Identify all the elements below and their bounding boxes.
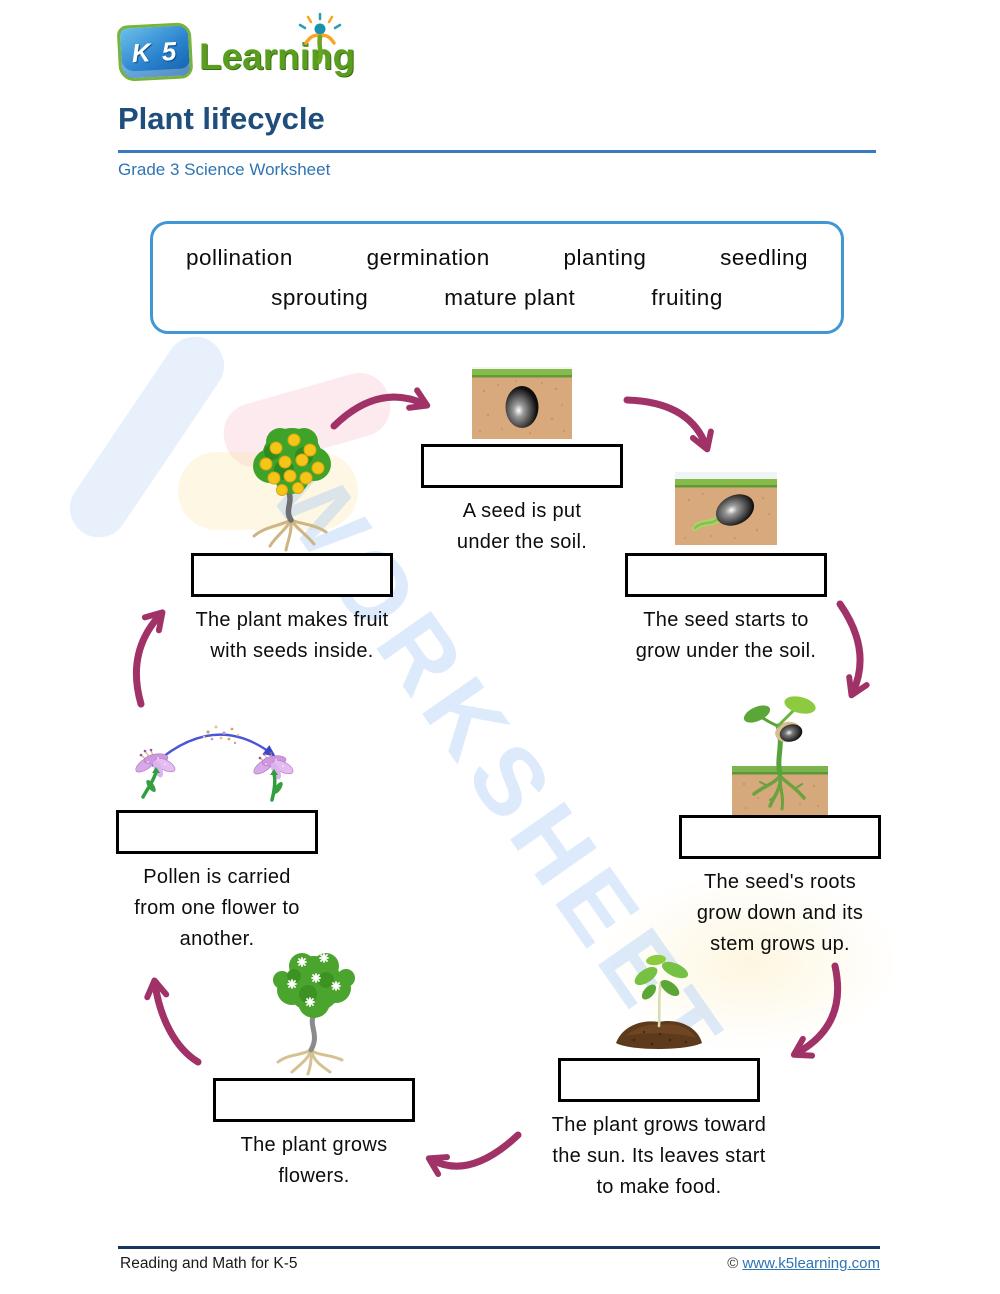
footer-credit: © www.k5learning.com (727, 1255, 880, 1272)
caption-sprouting: The seed's roots grow down and its stem … (696, 871, 864, 955)
caption-pollination: Pollen is carried from one flower to ano… (134, 866, 300, 950)
germinating-seed-illustration (675, 472, 777, 545)
copyright-symbol: © (727, 1255, 739, 1272)
answer-box-pollination[interactable] (116, 810, 318, 854)
seed-in-soil-illustration (472, 367, 572, 439)
stage-planting: A seed is put under the soil. (402, 367, 642, 558)
logo-wordmark: Learning (199, 36, 356, 77)
k5-learning-logo: K 5 Learning (115, 12, 375, 82)
answer-box-germination[interactable] (625, 553, 827, 597)
word-bank-word: germination (366, 245, 490, 270)
flowering-plant-illustration (273, 953, 355, 1076)
caption-mature-plant: The plant grows flowers. (240, 1134, 388, 1187)
footer-divider (118, 1246, 880, 1249)
footer-tagline: Reading and Math for K-5 (120, 1255, 298, 1272)
word-bank-word: mature plant (444, 285, 576, 310)
caption-fruiting: The plant makes fruit with seeds inside. (195, 609, 389, 662)
answer-box-seedling[interactable] (558, 1058, 760, 1102)
page-title: Plant lifecycle (118, 101, 325, 136)
k5-book-icon: K 5 (116, 22, 194, 82)
arrow-mature-to-pollination (144, 977, 202, 1066)
arrow-seedling-to-mature (425, 1131, 522, 1178)
word-bank-word: fruiting (651, 285, 723, 310)
stage-germination: The seed starts to grow under the soil. (606, 472, 846, 667)
word-bank-word: pollination (186, 245, 293, 270)
stage-fruiting: The plant makes fruit with seeds inside. (172, 424, 412, 667)
pollination-illustration (135, 725, 294, 802)
young-plant-illustration (616, 954, 702, 1049)
caption-planting: A seed is put under the soil. (456, 500, 588, 553)
page-subtitle: Grade 3 Science Worksheet (118, 160, 331, 179)
stage-seedling: The plant grows toward the sun. Its leav… (529, 948, 789, 1203)
stage-sprouting: The seed's roots grow down and its stem … (660, 688, 900, 960)
arrow-sprouting-to-seedling (790, 962, 842, 1059)
answer-box-sprouting[interactable] (679, 815, 881, 859)
caption-seedling: The plant grows toward the sun. Its leav… (551, 1114, 767, 1198)
word-bank-word: planting (563, 245, 647, 270)
title-divider (118, 150, 876, 153)
answer-box-planting[interactable] (421, 444, 623, 488)
sprouting-seed-illustration (732, 696, 828, 815)
caption-germination: The seed starts to grow under the soil. (635, 609, 817, 662)
fruit-tree-illustration (252, 428, 331, 552)
k5-book-label: K 5 (130, 35, 179, 68)
stage-pollination: Pollen is carried from one flower to ano… (97, 706, 337, 955)
pollination-arrow-icon (151, 733, 273, 767)
k5learning-link[interactable]: www.k5learning.com (742, 1255, 880, 1272)
answer-box-fruiting[interactable] (191, 553, 393, 597)
word-bank-word: sprouting (271, 285, 369, 310)
leaping-person-icon (298, 12, 342, 65)
answer-box-mature-plant[interactable] (213, 1078, 415, 1122)
stage-mature-plant: The plant grows flowers. (194, 950, 434, 1192)
word-bank: pollination germination planting seedlin… (150, 221, 844, 334)
word-bank-word: seedling (720, 245, 808, 270)
arrow-pollination-to-fruiting (132, 609, 166, 708)
